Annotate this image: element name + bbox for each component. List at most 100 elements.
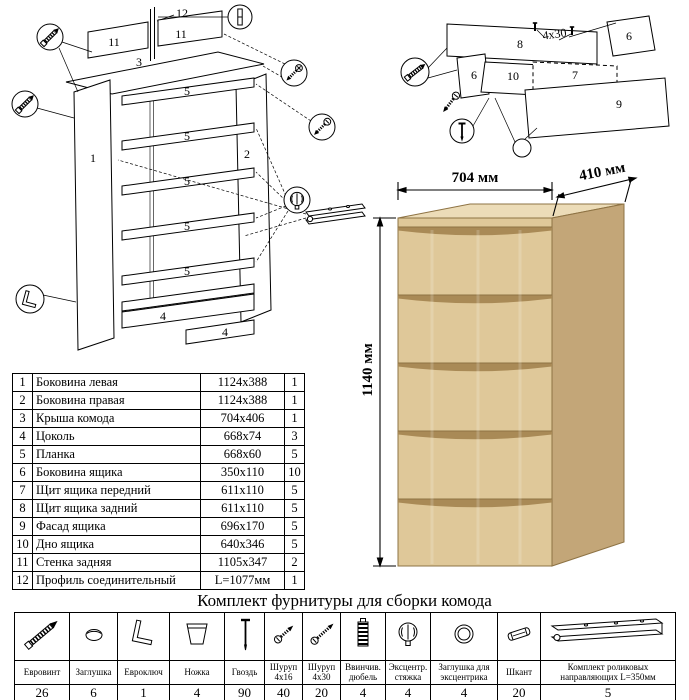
nail-callout <box>449 118 475 144</box>
hardware-name: Комплект роликовых направляющих L=350мм <box>540 660 676 685</box>
screw-4x16-icon <box>273 625 293 644</box>
part-size: 611x110 <box>200 481 285 500</box>
part-number: 12 <box>12 571 33 590</box>
part-label-4: 4 <box>222 325 228 339</box>
part-number: 2 <box>12 391 33 410</box>
nail-icon <box>458 122 466 142</box>
plank <box>121 122 255 151</box>
hardware-name: Евровинт <box>14 660 70 685</box>
part-qty: 1 <box>284 571 305 590</box>
plank <box>121 212 255 241</box>
dresser <box>397 203 625 567</box>
part-number: 9 <box>12 517 33 536</box>
hardware-icon-cell <box>430 612 498 661</box>
part-name: Цоколь <box>32 427 201 446</box>
dresser-side-face <box>551 203 625 567</box>
part-label-8: 8 <box>517 37 523 51</box>
table-row: 6 Боковина ящика 350x110 10 <box>12 463 305 482</box>
part-qty: 5 <box>284 535 305 554</box>
part-label-2: 2 <box>244 147 250 161</box>
euroscrew-icon <box>39 28 59 48</box>
hardware-name: Эксцентр. стяжка <box>385 660 431 685</box>
furniture-leg-icon <box>186 623 208 645</box>
part-number: 11 <box>12 553 33 572</box>
hardware-qty: 1 <box>117 684 170 700</box>
table-row: 1 Боковина левая 1124x388 1 <box>12 373 305 392</box>
table-row: 12 Профиль соединительный L=1077мм 1 <box>12 571 305 590</box>
screw-callout <box>280 59 308 87</box>
euroscrew-callout <box>11 90 39 118</box>
hardware-qty: 4 <box>340 684 386 700</box>
part-label-5: 5 <box>184 84 190 98</box>
hexkey-callout <box>15 284 45 314</box>
part-number: 10 <box>12 535 33 554</box>
drawer-exploded-diagram: 8 6 6 10 7 9 4x30 <box>400 15 670 158</box>
part-size: 696x170 <box>200 517 285 536</box>
part-size: 640x346 <box>200 535 285 554</box>
part-name: Боковина ящика <box>32 463 201 482</box>
part-label-4: 4 <box>160 309 166 323</box>
table-row: 3 Крыша комода 704x406 1 <box>12 409 305 428</box>
callout-circle <box>512 138 532 158</box>
part-qty: 1 <box>284 409 305 428</box>
frame-exploded-diagram: 12 11 11 3 1 2 5 5 5 5 5 4 4 <box>11 4 366 351</box>
cam-lock-icon <box>289 191 305 210</box>
wooden-dowel-icon <box>507 627 531 641</box>
part-name: Профиль соединительный <box>32 571 201 590</box>
hex-key-icon <box>131 619 152 646</box>
cam-cover-icon <box>454 624 474 644</box>
hardware-qty: 20 <box>302 684 341 700</box>
table-row: 2 Боковина правая 1124x388 1 <box>12 391 305 410</box>
part-size: 350x110 <box>200 463 285 482</box>
handle-groove <box>398 295 552 304</box>
parts-table: 1 Боковина левая 1124x388 1 2 Боковина п… <box>12 373 305 590</box>
profile-part <box>150 7 155 61</box>
hardware-name: Ввинчив. дюбель <box>340 660 386 685</box>
leader-lines <box>427 22 617 143</box>
hardware-name: Шкант <box>497 660 541 685</box>
euroscrew-callout <box>400 57 430 87</box>
part-number: 5 <box>12 445 33 464</box>
wood-grain <box>430 230 522 564</box>
hardware-name: Евроключ <box>117 660 170 685</box>
part-size: 704x406 <box>200 409 285 428</box>
part-size: L=1077мм <box>200 571 285 590</box>
dresser-front-face <box>397 217 553 567</box>
handle-groove <box>398 363 552 372</box>
pin-callout <box>227 4 253 30</box>
hardware-qty: 4 <box>430 684 498 700</box>
plank <box>121 257 255 286</box>
width-dimension-label: 704 мм <box>452 170 499 186</box>
part-size: 1124x388 <box>200 373 285 392</box>
hardware-icon-cell <box>540 612 676 661</box>
part-name: Боковина левая <box>32 373 201 392</box>
part-label-11: 11 <box>175 27 187 41</box>
table-row: 10 Дно ящика 640x346 5 <box>12 535 305 554</box>
hardware-icon-cell <box>340 612 386 661</box>
leader-lines <box>36 16 228 303</box>
part-label-12: 12 <box>176 6 188 20</box>
part-qty: 5 <box>284 499 305 518</box>
part-label-5: 5 <box>184 219 190 233</box>
part-number: 6 <box>12 463 33 482</box>
pin-icon <box>237 8 243 26</box>
handle-groove <box>398 499 552 508</box>
part-label-6: 6 <box>626 29 632 43</box>
table-row: 5 Планка 668x60 5 <box>12 445 305 464</box>
part-qty: 2 <box>284 553 305 572</box>
part-label-5: 5 <box>184 129 190 143</box>
screw-callout <box>308 113 336 141</box>
phillips-screw-icon <box>286 64 303 81</box>
part-size: 1105x347 <box>200 553 285 572</box>
euroscrew-callout <box>36 23 64 51</box>
plinth-back <box>185 319 255 345</box>
hardware-icons-row <box>14 612 676 661</box>
plinth-front <box>121 293 255 329</box>
table-row: 9 Фасад ящика 696x170 5 <box>12 517 305 536</box>
part-label-3: 3 <box>136 55 142 69</box>
part-name: Фасад ящика <box>32 517 201 536</box>
euroscrew-icon <box>14 95 34 115</box>
back-panel-left <box>87 21 149 59</box>
bottom-plank <box>121 283 255 312</box>
